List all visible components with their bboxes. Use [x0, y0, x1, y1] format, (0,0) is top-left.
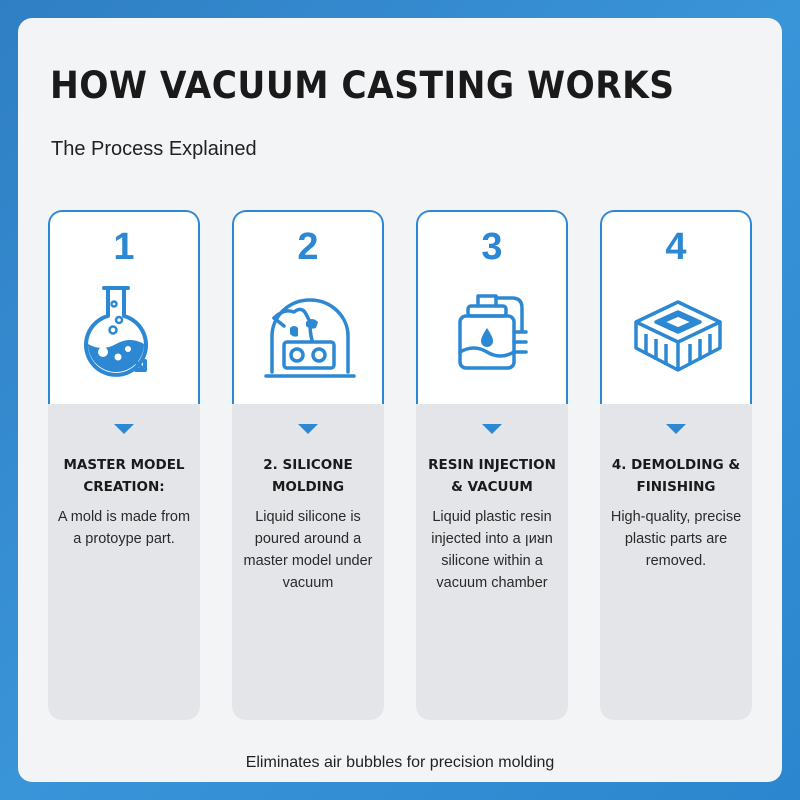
step-card-header: 2 [232, 210, 384, 404]
step-description: Liquid silicone is poured around a maste… [243, 509, 373, 591]
step-description: Liquid plastic resin injected into a ꞁᴎᴚ… [431, 509, 553, 591]
step-pointer [298, 424, 318, 434]
step-title: MASTER MODEL CREATION: [63, 457, 185, 495]
step-card-3: 3 RESIN INJECTION & VACUUM Liquid plasti… [416, 210, 568, 720]
step-number: 3 [481, 226, 503, 268]
step-number: 1 [113, 226, 135, 268]
step-description: High-quality, precise plastic parts are … [610, 509, 742, 569]
step-number: 4 [665, 226, 687, 268]
infographic-panel: HOW VACUUM CASTING WORKS The Process Exp… [18, 18, 782, 782]
mold-pouring-icon [264, 298, 356, 378]
flask-icon [84, 286, 148, 377]
step-card-2: 2 2. SILICONE MOLDING Liquid sili [232, 210, 384, 720]
step-card-4: 4 4. DEMOLDING & FINISHING Hi [600, 210, 752, 720]
step-number: 2 [297, 226, 319, 268]
page-subtitle: The Process Explained [51, 138, 257, 160]
footer-note: Eliminates air bubbles for precision mol… [245, 754, 555, 771]
step-card-header: 3 [416, 210, 568, 404]
step-card-1: 1 MASTER MODEL CREATION: [48, 210, 200, 720]
resin-container-icon [458, 294, 528, 370]
step-card-header: 4 [600, 210, 752, 404]
step-title: 2. SILICONE MOLDING [263, 457, 353, 495]
step-pointer [482, 424, 502, 434]
page-title: HOW VACUUM CASTING WORKS [50, 64, 675, 107]
step-description: A mold is made from a protoype part. [57, 509, 191, 547]
step-title: RESIN INJECTION & VACUUM [428, 457, 556, 495]
step-title: 4. DEMOLDING & FINISHING [611, 457, 741, 495]
step-pointer [666, 424, 686, 434]
molded-part-icon [634, 300, 722, 372]
step-pointer [114, 424, 134, 434]
step-card-header: 1 [48, 210, 200, 404]
